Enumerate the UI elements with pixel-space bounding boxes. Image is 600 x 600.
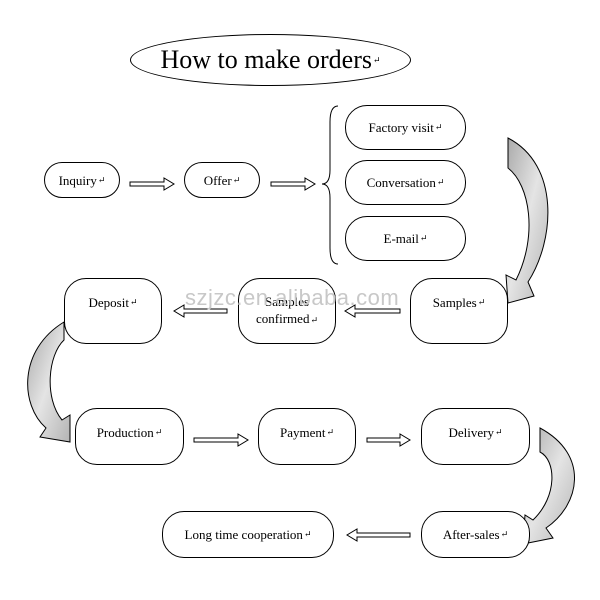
node-factory-visit-label: Factory visit bbox=[368, 120, 434, 135]
paragraph-mark: ↵ bbox=[303, 529, 312, 539]
node-samples-confirmed: Samples confirmed↵ bbox=[238, 278, 336, 344]
arrow-samples-confirmed bbox=[344, 304, 401, 318]
node-inquiry-label: Inquiry bbox=[58, 172, 97, 188]
diagram-title: How to make orders↵ bbox=[130, 34, 411, 86]
node-offer: Offer↵ bbox=[184, 162, 260, 198]
node-long-time-cooperation: Long time cooperation↵ bbox=[162, 511, 334, 558]
node-conversation: Conversation↵ bbox=[345, 160, 466, 205]
node-samples-confirmed-line2: confirmed bbox=[256, 311, 310, 326]
node-inquiry: Inquiry↵ bbox=[44, 162, 120, 198]
node-email: E-mail↵ bbox=[345, 216, 466, 261]
node-deposit: Deposit↵ bbox=[64, 278, 162, 344]
node-production: Production↵ bbox=[75, 408, 184, 465]
paragraph-mark: ↵ bbox=[500, 529, 509, 539]
node-after-sales-label: After-sales bbox=[442, 527, 500, 542]
paragraph-mark: ↵ bbox=[310, 315, 318, 325]
paragraph-mark: ↵ bbox=[436, 177, 445, 187]
node-delivery: Delivery↵ bbox=[421, 408, 530, 465]
paragraph-mark: ↵ bbox=[494, 427, 503, 437]
contact-options-brace bbox=[321, 105, 339, 265]
curved-arrow-to-aftersales bbox=[522, 427, 575, 545]
arrow-production-payment bbox=[193, 433, 249, 447]
paragraph-mark: ↵ bbox=[326, 427, 335, 437]
node-after-sales: After-sales↵ bbox=[421, 511, 530, 558]
paragraph-mark: ↵ bbox=[129, 297, 138, 307]
node-delivery-label: Delivery bbox=[448, 425, 494, 440]
paragraph-mark: ↵ bbox=[232, 174, 241, 185]
arrow-confirmed-deposit bbox=[173, 304, 228, 318]
watermark: szjzc.en.alibaba.com bbox=[185, 285, 400, 310]
paragraph-mark: ↵ bbox=[419, 233, 428, 243]
node-long-time-cooperation-label: Long time cooperation bbox=[184, 527, 303, 542]
arrow-payment-delivery bbox=[366, 433, 411, 447]
arrow-inquiry-offer bbox=[129, 177, 175, 191]
paragraph-mark: ↵ bbox=[154, 427, 163, 437]
node-payment-label: Payment bbox=[279, 425, 326, 440]
paragraph-mark: ↵ bbox=[97, 174, 106, 185]
title-text: How to make orders bbox=[160, 45, 372, 74]
node-email-label: E-mail bbox=[383, 231, 419, 246]
node-factory-visit: Factory visit↵ bbox=[345, 105, 466, 150]
node-offer-label: Offer bbox=[203, 172, 232, 188]
node-conversation-label: Conversation bbox=[366, 175, 436, 190]
node-deposit-label: Deposit bbox=[88, 295, 129, 310]
node-payment: Payment↵ bbox=[258, 408, 356, 465]
arrow-aftersales-cooperation bbox=[346, 528, 411, 542]
node-samples-confirmed-line1: Samples bbox=[264, 294, 310, 309]
node-samples-confirmed-line2-wrap: confirmed↵ bbox=[256, 310, 318, 329]
curved-arrow-to-samples bbox=[505, 137, 549, 304]
node-samples: Samples↵ bbox=[410, 278, 508, 344]
paragraph-mark: ↵ bbox=[434, 122, 443, 132]
paragraph-mark: ↵ bbox=[477, 297, 486, 307]
curved-arrow-to-production bbox=[27, 321, 71, 443]
node-samples-label: Samples bbox=[432, 295, 477, 310]
arrow-offer-brace bbox=[270, 177, 316, 191]
node-production-label: Production bbox=[96, 425, 154, 440]
paragraph-mark: ↵ bbox=[373, 54, 381, 65]
